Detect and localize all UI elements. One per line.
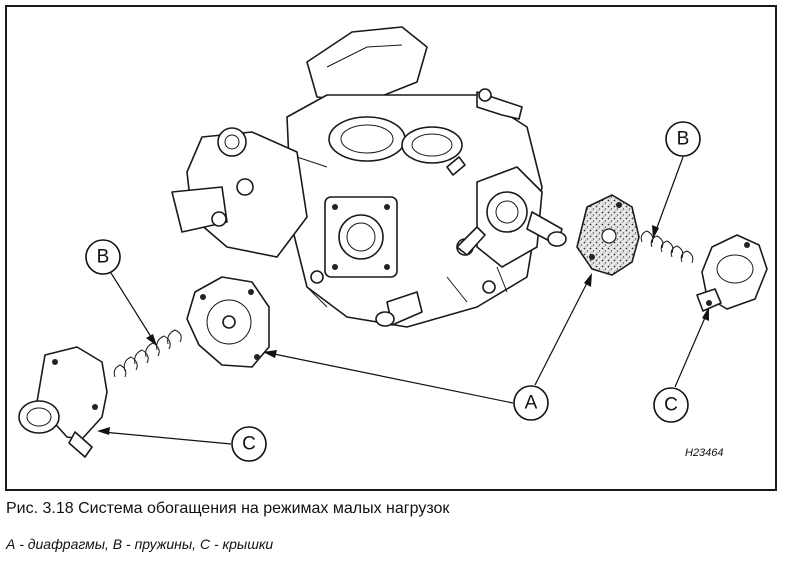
callout-c-right-label: C xyxy=(664,395,678,416)
right-cover xyxy=(696,234,768,312)
figure-caption-legend: А - диафрагмы, В - пружины, С - крышки xyxy=(6,536,274,552)
callout-b-right: B xyxy=(665,121,701,157)
right-spring xyxy=(640,230,694,264)
figure-frame: A B B C C H23464 xyxy=(5,5,777,491)
figure-caption-title: Рис. 3.18 Система обогащения на режимах … xyxy=(6,500,450,517)
right-diaphragm xyxy=(576,194,640,276)
left-cover xyxy=(18,346,108,458)
callout-a-label: A xyxy=(525,393,538,414)
left-diaphragm xyxy=(186,276,270,368)
callout-b-right-label: B xyxy=(677,129,690,150)
callout-b-left: B xyxy=(85,239,121,275)
reference-code: H23464 xyxy=(685,447,724,459)
callout-c-left: C xyxy=(231,426,267,462)
carburettor-body xyxy=(171,26,567,328)
callout-b-left-label: B xyxy=(97,247,110,268)
carburettor-diagram: A B B C C H23464 xyxy=(18,26,768,462)
callout-a: A xyxy=(513,385,549,421)
leader-lines xyxy=(97,156,709,445)
callout-c-left-label: C xyxy=(242,434,256,455)
callout-c-right: C xyxy=(653,387,689,423)
